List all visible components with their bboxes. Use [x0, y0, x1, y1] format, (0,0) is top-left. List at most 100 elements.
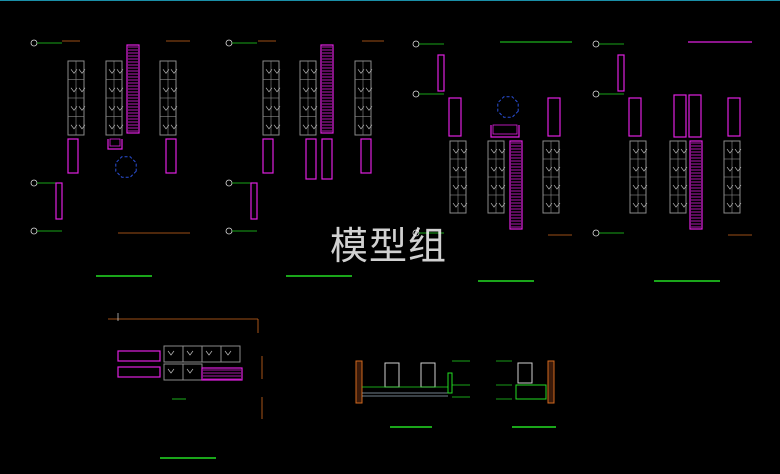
magenta-panel [67, 138, 79, 174]
fixture-glyph [273, 87, 281, 93]
fixture-glyph [357, 124, 365, 130]
cabinet-grid [163, 345, 241, 381]
fixture-glyph [78, 106, 86, 111]
cabinet-column [262, 60, 281, 136]
fixture-glyph [460, 148, 468, 154]
fixture-glyph [170, 106, 178, 111]
grid-cell [220, 345, 241, 363]
cabinet-elevation [420, 362, 436, 388]
fixture-glyph [726, 202, 734, 208]
circle-axis-icon [592, 40, 624, 48]
magenta-panel [437, 54, 445, 92]
cabinet-column [542, 140, 561, 214]
magenta-outline [688, 94, 702, 138]
bracket-path [107, 139, 123, 150]
magenta-bracket [107, 138, 123, 150]
fixture-glyph [553, 148, 561, 154]
cabinet-column [159, 60, 178, 136]
fixture-glyph [680, 148, 688, 154]
fixture-glyph [70, 124, 78, 130]
plan-panel-1 [30, 39, 190, 277]
fixture-glyph [460, 184, 468, 190]
fixture-glyph [78, 87, 86, 93]
fixture-glyph [162, 106, 170, 111]
plan-panel-2 [225, 39, 384, 277]
magenta-panel [688, 94, 702, 138]
magenta-outline [117, 350, 161, 362]
axis-circle [225, 39, 233, 47]
wall-section [547, 360, 555, 404]
axis-circle [225, 179, 233, 187]
fixture-glyph [553, 166, 561, 172]
fixture-glyph [632, 202, 640, 208]
fixture-glyph [672, 148, 680, 154]
fixture-glyph [490, 148, 498, 154]
fixture-glyph [365, 124, 373, 130]
magenta-outline [117, 366, 161, 378]
magenta-outline [320, 44, 334, 134]
fixture-glyph [162, 69, 170, 74]
fixture-glyph [490, 166, 498, 172]
fixture-glyph [553, 184, 561, 190]
fixture-glyph [273, 69, 281, 74]
magenta-outline [321, 138, 333, 180]
wall-section [355, 360, 363, 404]
fixture-glyph [265, 124, 273, 130]
fixture-glyph [734, 202, 742, 208]
magenta-outline [617, 54, 625, 92]
magenta-panel [321, 138, 333, 180]
fixture-glyph [545, 166, 553, 172]
octagon-pillar-icon [497, 96, 519, 118]
fixture-glyph [632, 166, 640, 172]
magenta-panel [55, 182, 63, 220]
fixture-glyph [734, 184, 742, 190]
fixture-glyph [452, 166, 460, 172]
cabinet-column [629, 140, 648, 214]
edge-strip [447, 372, 453, 394]
magenta-panel [673, 94, 687, 138]
magenta-panel [126, 44, 140, 134]
magenta-outline [360, 138, 372, 174]
magenta-outline [262, 138, 274, 174]
circle-axis-icon [30, 227, 62, 235]
grid-cell [163, 345, 184, 363]
bracket-inner [109, 138, 121, 147]
circle-axis-icon [592, 90, 624, 98]
magenta-outline [250, 182, 258, 220]
fixture-glyph [545, 148, 553, 154]
magenta-outline [547, 97, 561, 137]
axis-circle [30, 227, 38, 235]
cabinet-elevation [517, 362, 533, 384]
cabinet-column [105, 60, 124, 136]
fixture-glyph [734, 166, 742, 172]
grid-cell [182, 363, 203, 381]
fixture-glyph [553, 202, 561, 208]
fixture-glyph [357, 87, 365, 93]
magenta-panel [628, 97, 642, 137]
fixture-glyph [162, 124, 170, 130]
circle-axis-icon [225, 227, 257, 235]
fixture-glyph [78, 124, 86, 130]
magenta-panel [617, 54, 625, 92]
cabinet-column [669, 140, 688, 214]
fixture-glyph [734, 148, 742, 154]
fixture-glyph [365, 106, 373, 111]
fixture-glyph [310, 87, 318, 93]
plan-panel-3 [412, 40, 572, 282]
fixture-glyph [460, 166, 468, 172]
fixture-glyph [70, 87, 78, 93]
circle-axis-icon [30, 39, 62, 47]
magenta-bracket [490, 124, 520, 138]
fixture-glyph [108, 87, 116, 93]
fixture-glyph [726, 166, 734, 172]
fixture-glyph [273, 124, 281, 130]
circle-axis-icon [592, 229, 624, 237]
circle-axis-icon [412, 229, 444, 237]
fixture-glyph [116, 87, 124, 93]
fixture-glyph [680, 184, 688, 190]
base-section [515, 384, 547, 400]
fixture-glyph [186, 368, 194, 374]
axis-circle [592, 40, 600, 48]
fixture-glyph [365, 87, 373, 93]
fixture-glyph [545, 202, 553, 208]
